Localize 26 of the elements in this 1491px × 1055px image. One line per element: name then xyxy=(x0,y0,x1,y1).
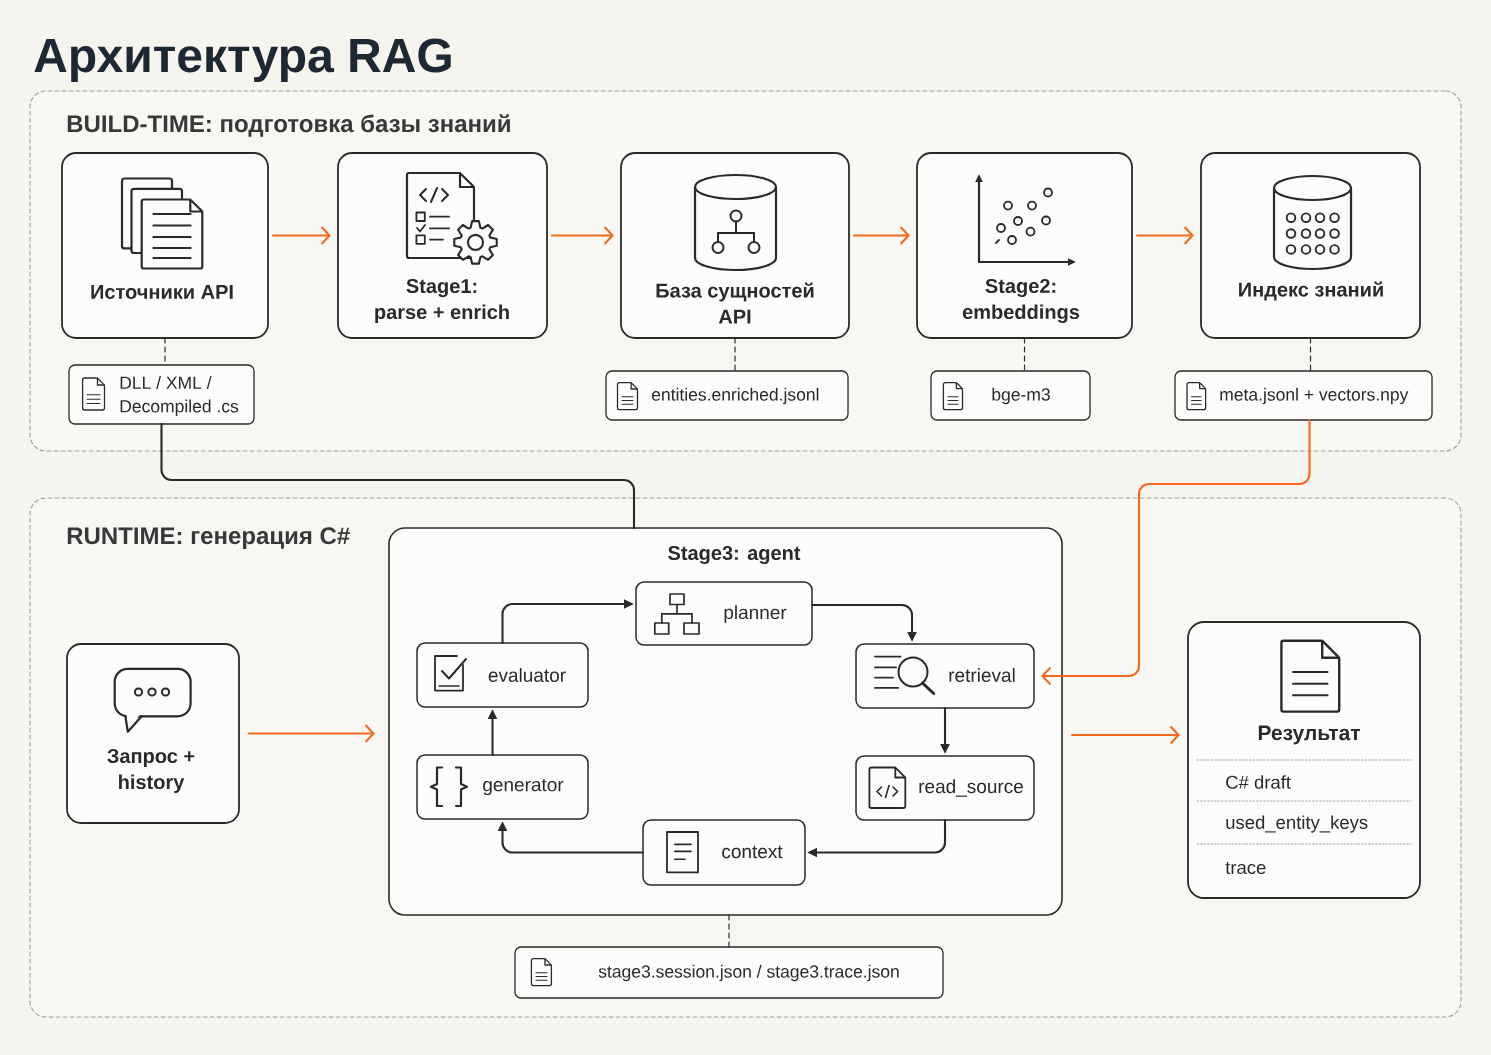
connector-line xyxy=(734,337,736,372)
connector-line xyxy=(728,914,730,948)
arrow xyxy=(247,724,375,743)
arrow xyxy=(550,226,614,245)
arrow xyxy=(852,226,910,245)
file-box: bge-m3 xyxy=(930,370,1091,421)
list-item: C# draft xyxy=(1226,775,1291,789)
arrow xyxy=(271,226,331,245)
list-item: trace xyxy=(1225,861,1266,875)
arrow xyxy=(1070,725,1180,745)
step-box: generator xyxy=(416,754,589,820)
list-item: used_entity_keys xyxy=(1226,815,1368,833)
connector-line xyxy=(160,422,636,530)
connector-line xyxy=(1309,337,1312,372)
title: Архитектура RAG xyxy=(34,38,451,82)
step-box: retrieval xyxy=(855,643,1035,709)
process-box: Stage2: embeddings xyxy=(916,152,1133,339)
step-box: planner xyxy=(635,581,813,646)
arrow xyxy=(1135,226,1194,245)
step-box: evaluator xyxy=(416,642,589,708)
arrow xyxy=(1041,418,1311,686)
file-box: DLL / XML / Decompiled .cs xyxy=(68,364,255,425)
file-box: entities.enriched.jsonl xyxy=(605,370,849,421)
connector-line xyxy=(1023,337,1026,372)
file-box: stage3.session.json / stage3.trace.json xyxy=(514,946,944,999)
file-box: meta.jsonl + vectors.npy xyxy=(1174,370,1433,421)
